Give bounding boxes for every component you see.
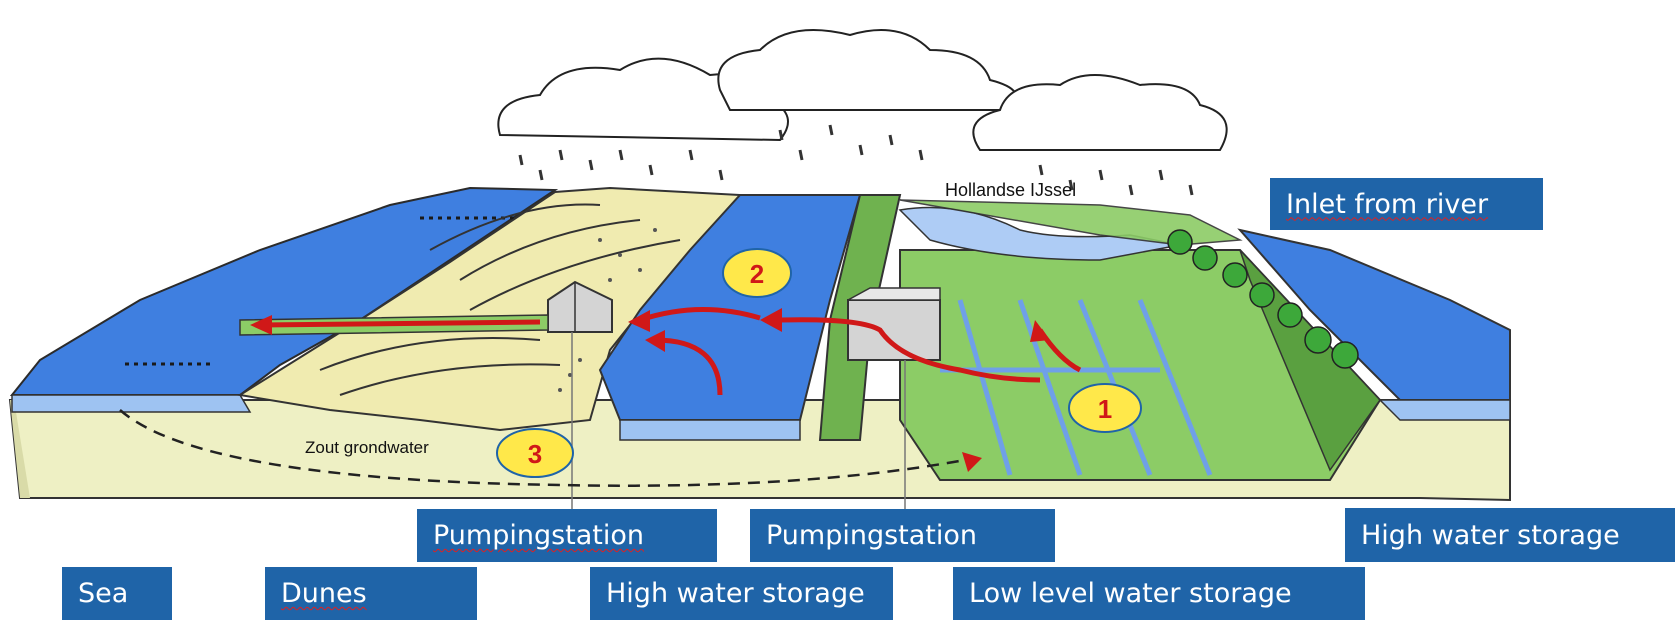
rain-clouds xyxy=(497,29,1228,151)
high-water-storage-center-label: High water storage xyxy=(590,567,893,620)
dunes-label: Dunes xyxy=(265,567,477,620)
river-strip xyxy=(1378,399,1511,421)
marker-1-label: 1 xyxy=(1098,394,1112,424)
marker-1: 1 xyxy=(1068,383,1142,433)
pumping-station-right-building xyxy=(847,287,941,361)
river-bank xyxy=(899,199,1243,246)
high-water-storage-right-text: High water storage xyxy=(1361,519,1620,551)
river-water xyxy=(1237,228,1511,401)
low-level-water-storage-label: Low level water storage xyxy=(953,567,1365,620)
rain-drops xyxy=(518,124,1194,196)
sea-water xyxy=(9,186,559,396)
sea-label: Sea xyxy=(62,567,172,620)
soil-front-left xyxy=(10,400,30,498)
dunes-text: Dunes xyxy=(281,578,367,609)
pumping-station-left-label: Pumpingstation xyxy=(417,509,717,562)
high-water-storage-center-text: High water storage xyxy=(606,578,865,609)
inlet-from-river-label: Inlet from river xyxy=(1270,178,1543,230)
sea-text: Sea xyxy=(78,578,129,609)
low-level-water-storage-text: Low level water storage xyxy=(969,578,1292,609)
pumping-station-right-text: Pumpingstation xyxy=(766,520,978,551)
canal-front xyxy=(619,419,801,441)
groundwater-flow-line xyxy=(119,409,966,487)
trees xyxy=(1167,229,1359,369)
pumping-station-right-label: Pumpingstation xyxy=(750,509,1055,562)
hollandse-ijssel-text: Hollandse IJssel xyxy=(945,180,1076,200)
marker-3-label: 3 xyxy=(528,439,542,469)
dune-lines xyxy=(319,203,681,396)
flow-arrows xyxy=(259,307,1082,396)
high-water-storage-right-label: High water storage xyxy=(1345,508,1675,562)
sea-front-strip xyxy=(11,394,252,413)
salt-groundwater-text: Zout grondwater xyxy=(305,438,429,457)
inlet-from-river-text: Inlet from river xyxy=(1286,188,1489,220)
marker-3: 3 xyxy=(496,428,574,478)
flow-arrowheads xyxy=(250,308,1050,472)
marker-2: 2 xyxy=(722,248,792,298)
pumping-station-left-text: Pumpingstation xyxy=(433,520,645,551)
marker-2-label: 2 xyxy=(750,259,764,289)
